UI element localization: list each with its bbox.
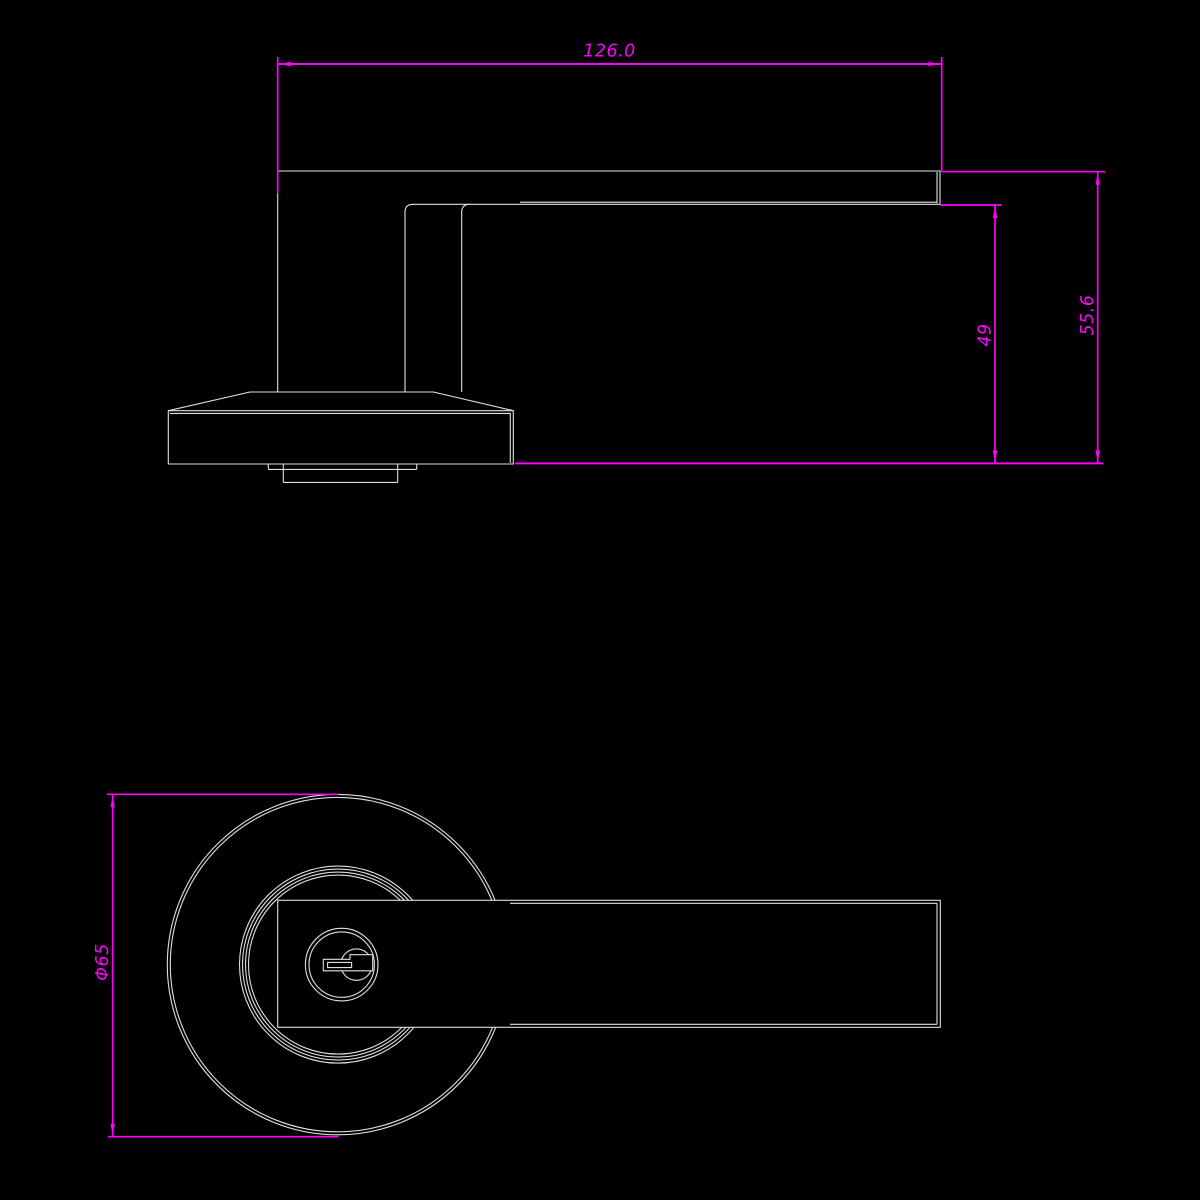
arrow-length-right (928, 61, 941, 67)
lever-neck-side (461, 203, 470, 392)
dim-label-lever-drop: 49 (976, 323, 996, 346)
arrow-drop-bottom (992, 450, 998, 463)
arrow-diameter-top (110, 795, 115, 808)
lever-bar-front (277, 899, 941, 1028)
lever-bar-side-inner-contour (520, 172, 938, 204)
front-view (166, 793, 941, 1136)
rose-side-bevel (168, 391, 514, 412)
arrow-length-left (279, 61, 291, 67)
dimension-arrowheads (110, 61, 1100, 1136)
keyway-slot-inner-contour (327, 961, 353, 969)
arrow-drop-top (992, 206, 998, 218)
rose-side-base-inner-contour (170, 412, 511, 463)
dim-label-rose-diameter: Φ65 (93, 943, 113, 981)
dim-label-lever-length: 126.0 (583, 42, 636, 62)
key-cylinder-inner (308, 931, 375, 998)
arrow-diameter-bottom (110, 1123, 115, 1136)
lever-bar-side-outline (277, 170, 941, 392)
arrow-projection-bottom (1095, 450, 1100, 463)
dimension-labels: 126.0 49 55.6 Φ65 (93, 42, 1098, 981)
dim-label-overall-projection: 55.6 (1078, 295, 1098, 336)
side-view (167, 170, 941, 483)
rose-side-base (167, 410, 514, 465)
lever-bar-side-bottom-edge (404, 203, 940, 392)
arrow-projection-top (1095, 172, 1100, 185)
lever-bar-front-inner-contour (510, 902, 938, 1025)
spindle-collar (267, 464, 418, 483)
dimension-lines (106, 57, 1105, 1138)
